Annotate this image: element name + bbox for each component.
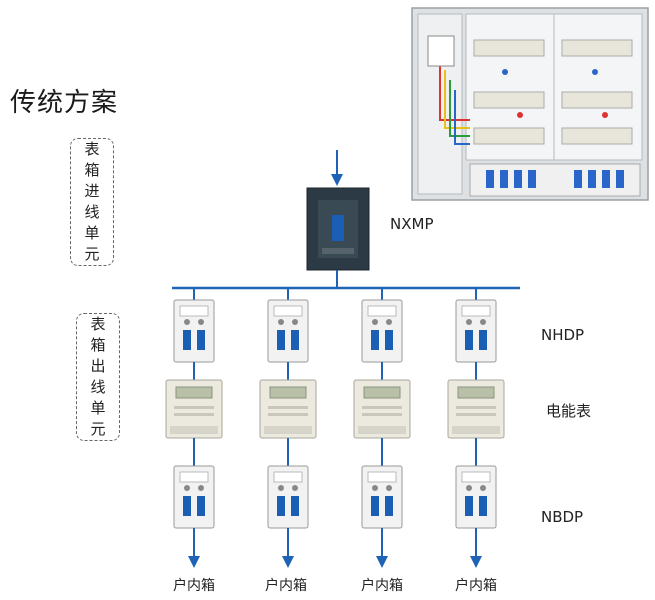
outgoing-unit-char: 单 (90, 399, 106, 417)
incoming-unit-char: 单 (84, 224, 100, 242)
lower-breaker (267, 465, 309, 529)
destination-label: 户内箱 (265, 578, 307, 594)
incoming-unit-char: 元 (84, 245, 100, 263)
lower-breaker (455, 465, 497, 529)
lower-breaker (361, 465, 403, 529)
lower-breaker-label: NBDP (541, 508, 584, 526)
upper-breaker (455, 299, 497, 363)
upper-breaker (173, 299, 215, 363)
destination-label: 户内箱 (361, 578, 403, 594)
page-title: 传统方案 (10, 88, 119, 118)
incoming-unit-char: 箱 (84, 161, 100, 179)
outgoing-unit-char: 元 (90, 420, 106, 438)
outgoing-unit-char: 线 (90, 378, 106, 396)
outgoing-unit-label: 表 箱 出 线 单 元 (76, 313, 120, 441)
energy-meter (353, 379, 411, 439)
lower-breaker (173, 465, 215, 529)
main-breaker-label: NXMP (390, 215, 434, 233)
outgoing-unit-char: 出 (90, 357, 106, 375)
meter-cabinet-image (411, 7, 649, 201)
incoming-unit-char: 表 (84, 140, 100, 158)
outgoing-unit-char: 表 (90, 315, 106, 333)
upper-breaker (361, 299, 403, 363)
outgoing-unit-char: 箱 (90, 336, 106, 354)
incoming-unit-char: 进 (84, 182, 100, 200)
incoming-unit-label: 表 箱 进 线 单 元 (70, 138, 114, 266)
upper-breaker (267, 299, 309, 363)
destination-label: 户内箱 (173, 578, 215, 594)
energy-meter (165, 379, 223, 439)
meter-label: 电能表 (546, 402, 592, 420)
upper-breaker-label: NHDP (541, 326, 585, 344)
energy-meter (447, 379, 505, 439)
destination-label: 户内箱 (455, 578, 497, 594)
energy-meter (259, 379, 317, 439)
main-breaker-nxmp (306, 187, 370, 271)
incoming-unit-char: 线 (84, 203, 100, 221)
